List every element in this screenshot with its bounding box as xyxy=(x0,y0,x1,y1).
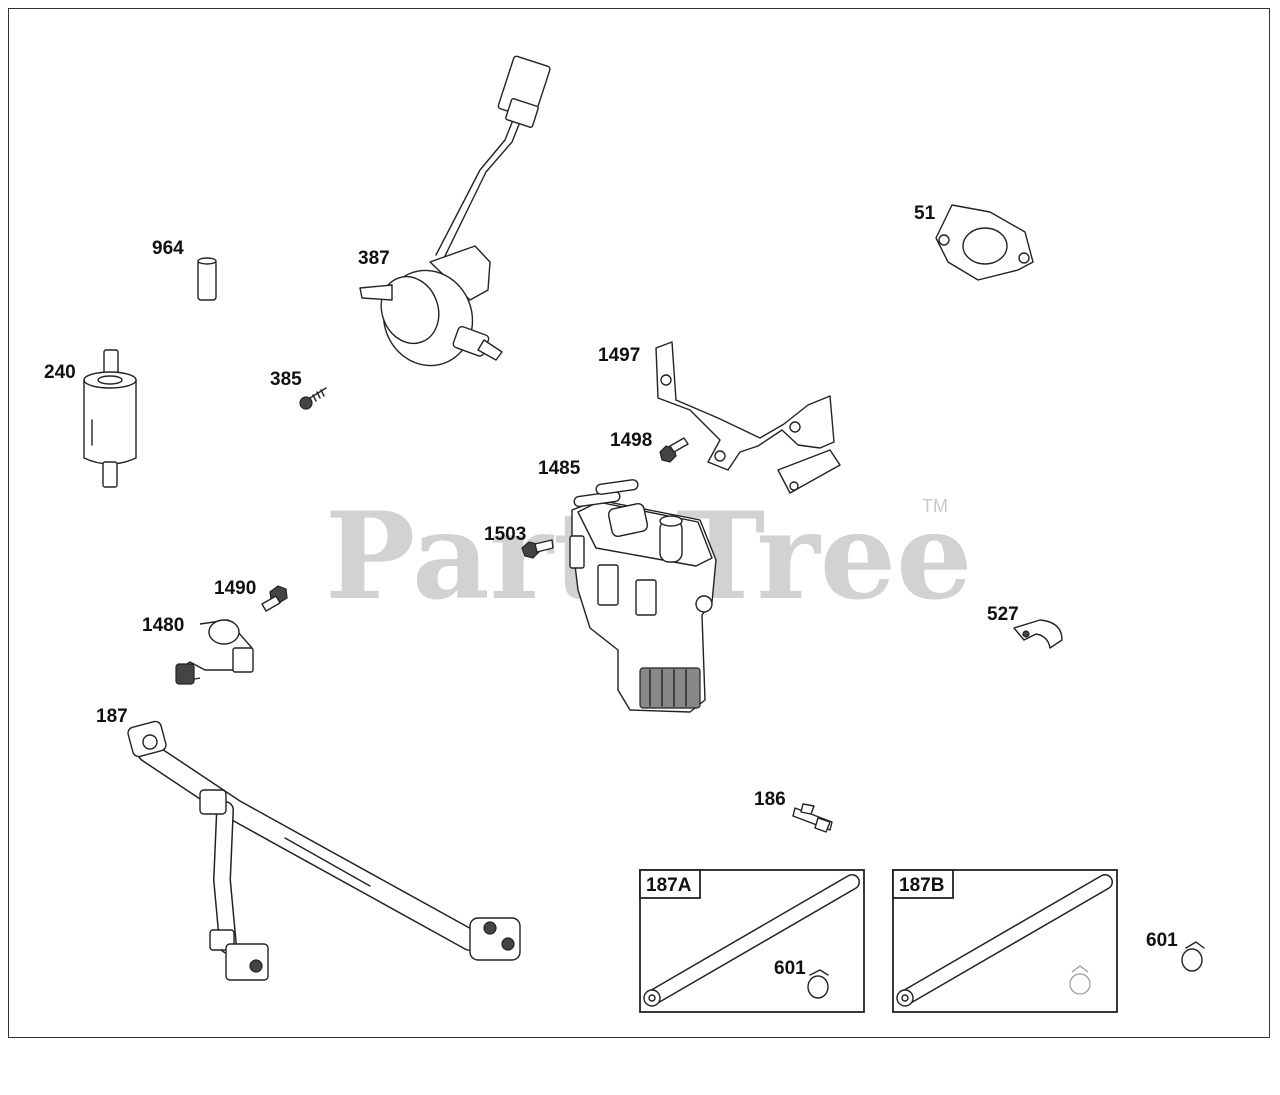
callout-1503[interactable]: 1503 xyxy=(484,524,526,545)
part-601-clamp[interactable] xyxy=(1181,941,1205,972)
callout-51[interactable]: 51 xyxy=(914,203,936,224)
watermark-trademark: TM xyxy=(922,496,948,516)
callout-1498[interactable]: 1498 xyxy=(610,430,652,451)
callout-187[interactable]: 187 xyxy=(96,706,128,727)
part-186-connector[interactable] xyxy=(792,803,833,833)
callout-1485[interactable]: 1485 xyxy=(538,458,581,479)
part-1490-bolt[interactable] xyxy=(261,585,288,612)
callout-1480[interactable]: 1480 xyxy=(142,615,184,636)
kit-187a-box[interactable]: 187A 601 xyxy=(639,869,865,1013)
part-1503-bolt[interactable] xyxy=(521,539,554,559)
part-187-fuel-line[interactable] xyxy=(127,720,521,981)
part-601-clamp-in-kit[interactable] xyxy=(807,969,829,999)
callout-387[interactable]: 387 xyxy=(358,248,390,269)
callout-1490[interactable]: 1490 xyxy=(214,578,256,599)
callout-385[interactable]: 385 xyxy=(270,369,302,390)
part-964-pin[interactable] xyxy=(197,257,217,301)
part-51-gasket[interactable] xyxy=(935,204,1034,281)
callout-964[interactable]: 964 xyxy=(152,238,184,259)
kit-187b-label: 187B xyxy=(899,875,944,896)
diagram-frame xyxy=(8,8,1270,1038)
part-240-fuel-filter[interactable] xyxy=(83,349,137,488)
callout-527[interactable]: 527 xyxy=(987,604,1019,625)
part-1480-fuel-injector[interactable] xyxy=(175,619,254,685)
callout-240[interactable]: 240 xyxy=(44,362,76,383)
part-387-fuel-pump[interactable] xyxy=(359,55,551,378)
callout-601-kit[interactable]: 601 xyxy=(774,958,806,979)
clamp-outline-in-kit xyxy=(1069,965,1091,995)
part-1498-bolt[interactable] xyxy=(659,437,689,463)
part-1485-fuel-module[interactable] xyxy=(569,479,717,713)
kit-187a-label: 187A xyxy=(646,875,692,896)
part-385-screw[interactable] xyxy=(299,387,327,410)
callout-1497[interactable]: 1497 xyxy=(598,345,640,366)
callout-601[interactable]: 601 xyxy=(1146,930,1178,951)
kit-187b-box[interactable]: 187B xyxy=(892,869,1118,1013)
part-1497-bracket[interactable] xyxy=(655,341,841,494)
part-527-clip[interactable] xyxy=(1013,619,1063,649)
callout-186[interactable]: 186 xyxy=(754,789,786,810)
